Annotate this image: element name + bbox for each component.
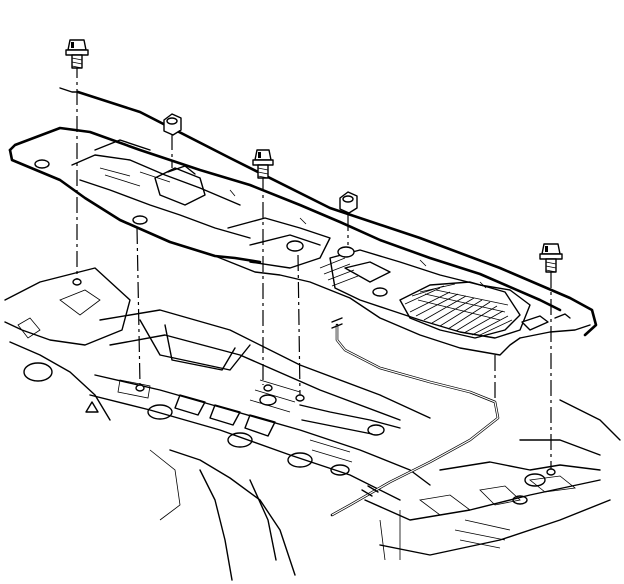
nut-icon: [163, 113, 182, 136]
mounting-holes: [72, 278, 556, 476]
nut-icon: [339, 191, 358, 214]
washer-hose: [330, 317, 500, 517]
bolt-icon: [65, 39, 89, 69]
alignment-lines: [76, 62, 552, 470]
grille-louvers: [399, 281, 521, 339]
cowl-body-structure: [4, 267, 621, 581]
bolt-icon: [539, 243, 563, 273]
air-inlet-grille-panel: [8, 87, 598, 356]
bolt-icon: [252, 149, 274, 179]
